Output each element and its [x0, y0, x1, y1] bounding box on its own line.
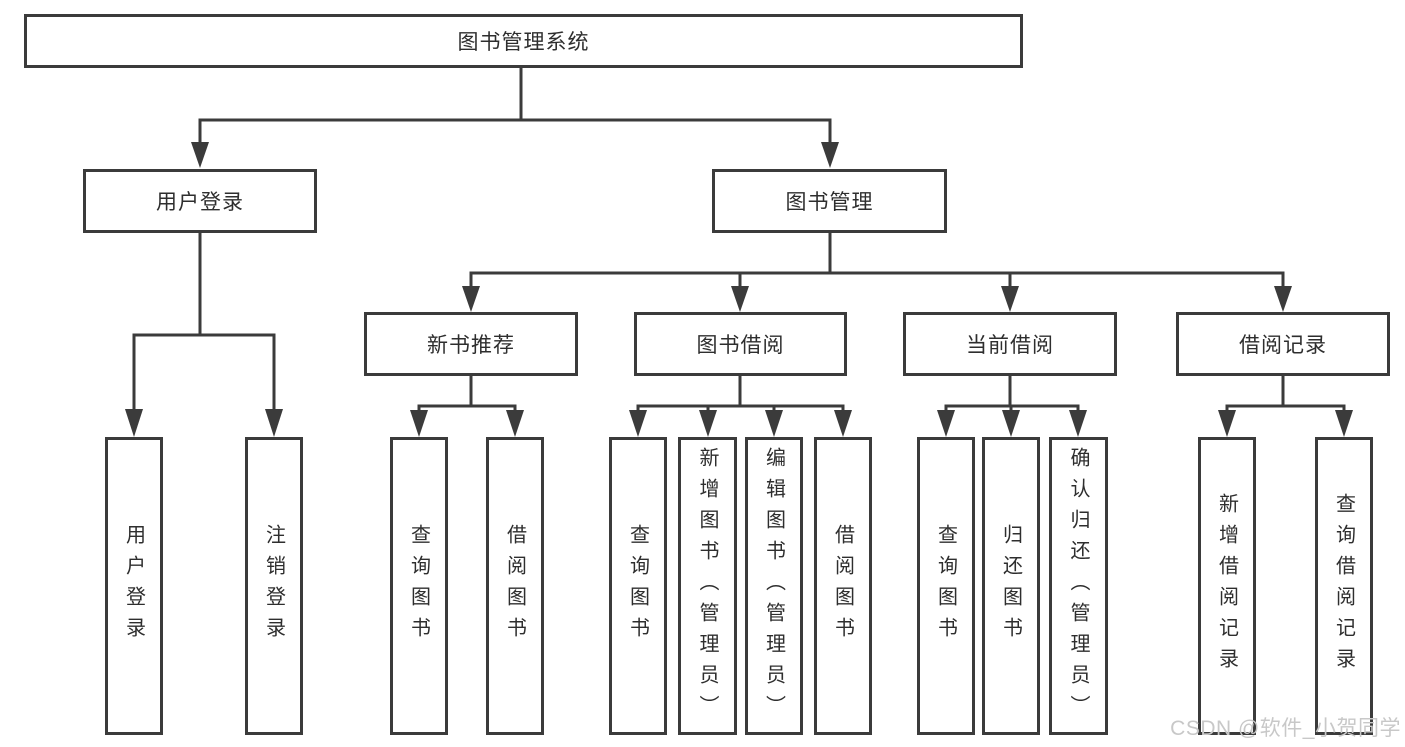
arrowhead-icon — [1218, 410, 1236, 437]
leaf-query-books-borrow: 查询图书 — [609, 437, 667, 735]
arrowhead-icon — [1002, 410, 1020, 437]
arrowhead-icon — [834, 410, 852, 437]
arrowhead-icon — [731, 286, 749, 312]
node-current-borrowing: 当前借阅 — [903, 312, 1117, 376]
arrowhead-icon — [125, 409, 143, 437]
leaf-query-books-current: 查询图书 — [917, 437, 975, 735]
leaf-borrow-books-newbook: 借阅图书 — [486, 437, 544, 735]
arrowhead-icon — [765, 410, 783, 437]
leaf-add-borrow-record: 新增借阅记录 — [1198, 437, 1256, 735]
leaf-logout: 注销登录 — [245, 437, 303, 735]
node-borrowing-records: 借阅记录 — [1176, 312, 1390, 376]
leaf-query-borrow-record: 查询借阅记录 — [1315, 437, 1373, 735]
leaf-user-login: 用户登录 — [105, 437, 163, 735]
leaf-query-books-newbook: 查询图书 — [390, 437, 448, 735]
connector-root-to-children — [191, 67, 839, 168]
node-library-management-system: 图书管理系统 — [24, 14, 1023, 68]
arrowhead-icon — [1274, 286, 1292, 312]
leaf-add-books-admin: 新增图书（管理员） — [678, 437, 737, 735]
node-book-management: 图书管理 — [712, 169, 947, 233]
arrowhead-icon — [462, 286, 480, 312]
csdn-watermark: CSDN @软件_小贺同学 — [1170, 717, 1401, 740]
arrowhead-icon — [410, 410, 428, 437]
arrowhead-icon — [629, 410, 647, 437]
connector-new-book-to-children — [410, 376, 524, 437]
node-book-borrowing: 图书借阅 — [634, 312, 847, 376]
arrowhead-icon — [265, 409, 283, 437]
arrowhead-icon — [937, 410, 955, 437]
node-user-login: 用户登录 — [83, 169, 317, 233]
connector-book-borrow-to-children — [629, 376, 852, 437]
arrowhead-icon — [1001, 286, 1019, 312]
connector-book-management-to-children — [462, 233, 1292, 312]
leaf-borrow-books-borrow: 借阅图书 — [814, 437, 872, 735]
leaf-return-books: 归还图书 — [982, 437, 1040, 735]
arrowhead-icon — [699, 410, 717, 437]
connector-user-login-to-children — [125, 233, 283, 437]
arrowhead-icon — [506, 410, 524, 437]
arrowhead-icon — [191, 142, 209, 168]
leaf-edit-books-admin: 编辑图书（管理员） — [745, 437, 803, 735]
node-new-book-recommendation: 新书推荐 — [364, 312, 578, 376]
connector-borrow-records-to-children — [1218, 376, 1353, 437]
connector-current-borrow-to-children — [937, 376, 1087, 437]
arrowhead-icon — [1069, 410, 1087, 437]
arrowhead-icon — [1335, 410, 1353, 437]
arrowhead-icon — [821, 142, 839, 168]
leaf-confirm-return-admin: 确认归还（管理员） — [1049, 437, 1108, 735]
